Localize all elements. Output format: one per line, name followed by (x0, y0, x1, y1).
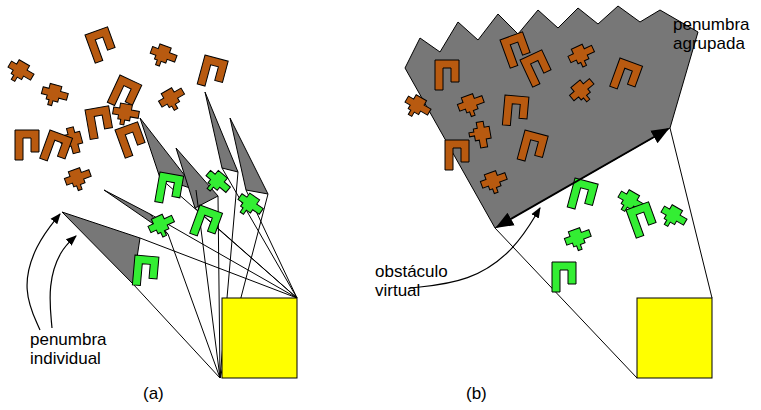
visible-obstacle (657, 202, 690, 233)
hidden-obstacle (156, 84, 189, 115)
penumbra-triangle (62, 212, 140, 284)
hidden-obstacle (63, 165, 95, 194)
hidden-obstacle (197, 55, 228, 90)
hidden-obstacle (85, 27, 118, 63)
visible-obstacle (563, 225, 595, 254)
panel-label: (a) (143, 384, 183, 403)
virtual-obstacle-line (497, 129, 668, 227)
visible-obstacle (190, 205, 223, 241)
visible-obstacle (155, 172, 184, 206)
light-source (637, 298, 712, 378)
obstacle-label: obstáculo virtual (375, 262, 465, 300)
hidden-obstacle (456, 91, 488, 120)
light-ray (168, 234, 220, 378)
light-ray (222, 168, 297, 298)
penumbra-label: penumbra individual (30, 330, 120, 368)
hidden-obstacle (15, 130, 39, 160)
hidden-obstacle (85, 106, 114, 140)
penumbra-triangle (230, 118, 268, 194)
hidden-obstacle (4, 57, 37, 88)
visible-obstacle (146, 211, 178, 241)
hidden-obstacle (40, 130, 73, 166)
light-source (222, 298, 297, 378)
visible-obstacle (200, 167, 233, 200)
light-ray (150, 214, 297, 298)
light-ray (133, 284, 220, 378)
hidden-obstacle (520, 50, 554, 87)
hidden-obstacle (502, 95, 529, 127)
hidden-obstacle (115, 122, 148, 158)
visible-obstacle (233, 190, 266, 222)
light-ray (195, 208, 297, 298)
grouped-penumbra (405, 6, 698, 228)
leader-arrow (27, 214, 60, 330)
light-ray (495, 228, 637, 378)
hidden-obstacle (445, 140, 469, 170)
visible-obstacle (132, 255, 159, 287)
panel-label: (b) (466, 384, 506, 403)
hidden-obstacle (566, 75, 599, 108)
hidden-obstacle (517, 130, 548, 165)
visible-obstacle (626, 202, 659, 238)
hidden-obstacle (435, 60, 459, 90)
penumbra-label: penumbra agrupada (673, 15, 757, 53)
hidden-obstacle (610, 58, 643, 94)
hidden-obstacle (467, 120, 492, 149)
leader-arrow (50, 236, 76, 328)
hidden-obstacle (479, 168, 511, 197)
hidden-obstacle (147, 42, 179, 71)
visible-obstacle (552, 262, 576, 292)
hidden-obstacle (566, 41, 598, 71)
hidden-obstacle (401, 92, 434, 123)
hidden-obstacle (39, 82, 70, 109)
